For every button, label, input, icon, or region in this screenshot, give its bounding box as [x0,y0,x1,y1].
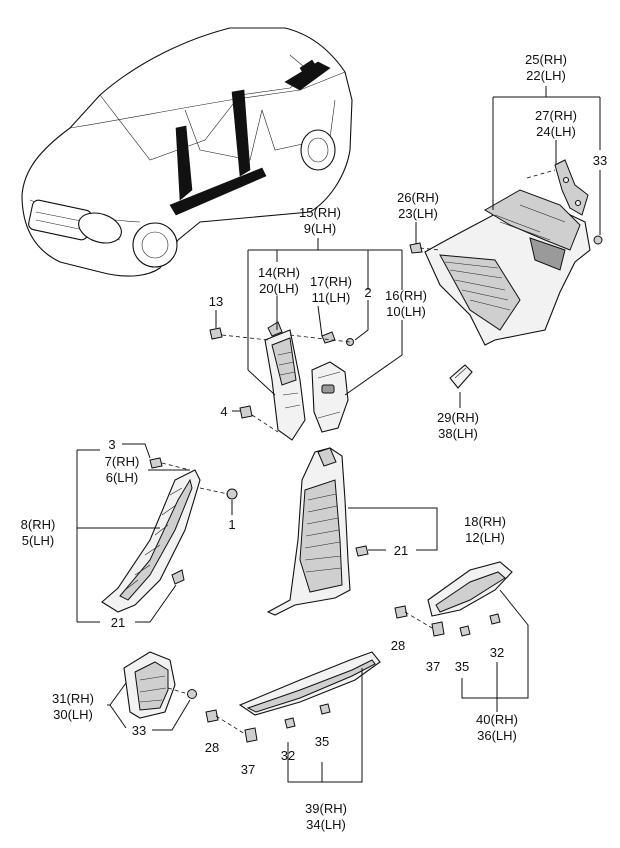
center-pillar-trim-upper [264,321,336,441]
nut-4 [239,405,253,419]
callout-21-mid: 21 [394,543,408,558]
callout-28-left: 28 [205,740,219,755]
clip-21-mid [355,545,369,557]
callout-35-bottom: 35 [315,734,329,749]
callout-16-10-line2: 10(LH) [386,304,426,319]
clip-33-top [593,235,603,245]
callout-labels: 25(RH) 22(LH) 27(RH) 24(LH) 33 26(RH) 23… [21,52,608,832]
callout-31-30-line2: 30(LH) [53,707,93,722]
callout-15-9-line1: 15(RH) [299,205,341,220]
callout-16-10-line1: 16(RH) [385,288,427,303]
callout-39-34-line1: 39(RH) [305,801,347,816]
callout-21-left: 21 [111,615,125,630]
clip-1 [226,488,238,500]
callout-17-11-line1: 17(RH) [310,274,352,289]
callout-32-bottom: 32 [281,748,295,763]
clip-32-right [489,613,501,625]
callout-33-bottom: 33 [132,723,146,738]
callout-8-5-line1: 8(RH) [21,517,56,532]
clip-28-left [205,709,219,723]
bolt-2 [346,338,354,346]
callout-7-6-line1: 7(RH) [105,454,140,469]
callout-31-30-line1: 31(RH) [52,691,94,706]
rear-door-scuff [427,561,513,617]
clip-35-bottom [319,703,331,715]
cowl-side-trim [123,651,176,719]
callout-33-top: 33 [593,153,607,168]
leader-lines [76,86,601,783]
callout-26-23-line1: 26(RH) [397,190,439,205]
callout-29-38-line2: 38(LH) [438,426,478,441]
callout-39-34-line2: 34(LH) [306,817,346,832]
callout-15-9-line2: 9(LH) [304,221,337,236]
clip-32-bottom [284,717,296,729]
callout-4: 4 [220,404,227,419]
clip-26-23 [409,242,423,254]
callout-18-12-line2: 12(LH) [465,530,505,545]
callout-14-20-line2: 20(LH) [259,281,299,296]
callout-7-6-line2: 6(LH) [106,470,139,485]
callout-40-36-line1: 40(RH) [476,712,518,727]
callout-28-right: 28 [391,638,405,653]
callout-40-36-line2: 36(LH) [477,728,517,743]
clip-33-bottom [187,689,197,699]
callout-13: 13 [209,294,223,309]
clip-37-left [244,727,258,743]
callout-17-11-line2: 11(LH) [312,290,351,305]
callout-35-right: 35 [455,659,469,674]
luggage-side-trim [424,189,591,346]
vehicle-illustration [21,27,353,277]
front-door-scuff [238,651,381,716]
callout-27-24-line2: 24(LH) [536,124,576,139]
callout-18-12-line1: 18(RH) [464,514,506,529]
callout-27-24-line1: 27(RH) [535,108,577,123]
callout-2: 2 [364,285,371,300]
callout-29-38-line1: 29(RH) [437,410,479,425]
clip-13 [209,327,223,340]
callout-25-22-line1: 25(RH) [525,52,567,67]
callout-3: 3 [108,437,115,452]
callout-26-23-line2: 23(LH) [398,206,438,221]
callout-32-right: 32 [490,645,504,660]
clip-28-right [394,605,408,619]
callout-8-5-line2: 5(LH) [22,533,55,548]
callout-37-left: 37 [241,762,255,777]
seatbelt-cover-16-10 [311,361,349,433]
center-pillar-trim-lower [266,447,351,616]
callout-14-20-line1: 14(RH) [258,265,300,280]
front-pillar-trim [101,469,201,613]
callout-37-right: 37 [426,659,440,674]
bracket-27-24 [554,159,589,216]
clip-37-right [431,621,445,637]
clip-35-right [459,625,471,637]
callout-1: 1 [228,517,235,532]
clip-7-6 [149,457,163,469]
callout-25-22-line2: 22(LH) [526,68,566,83]
cover-29-38 [449,364,473,389]
